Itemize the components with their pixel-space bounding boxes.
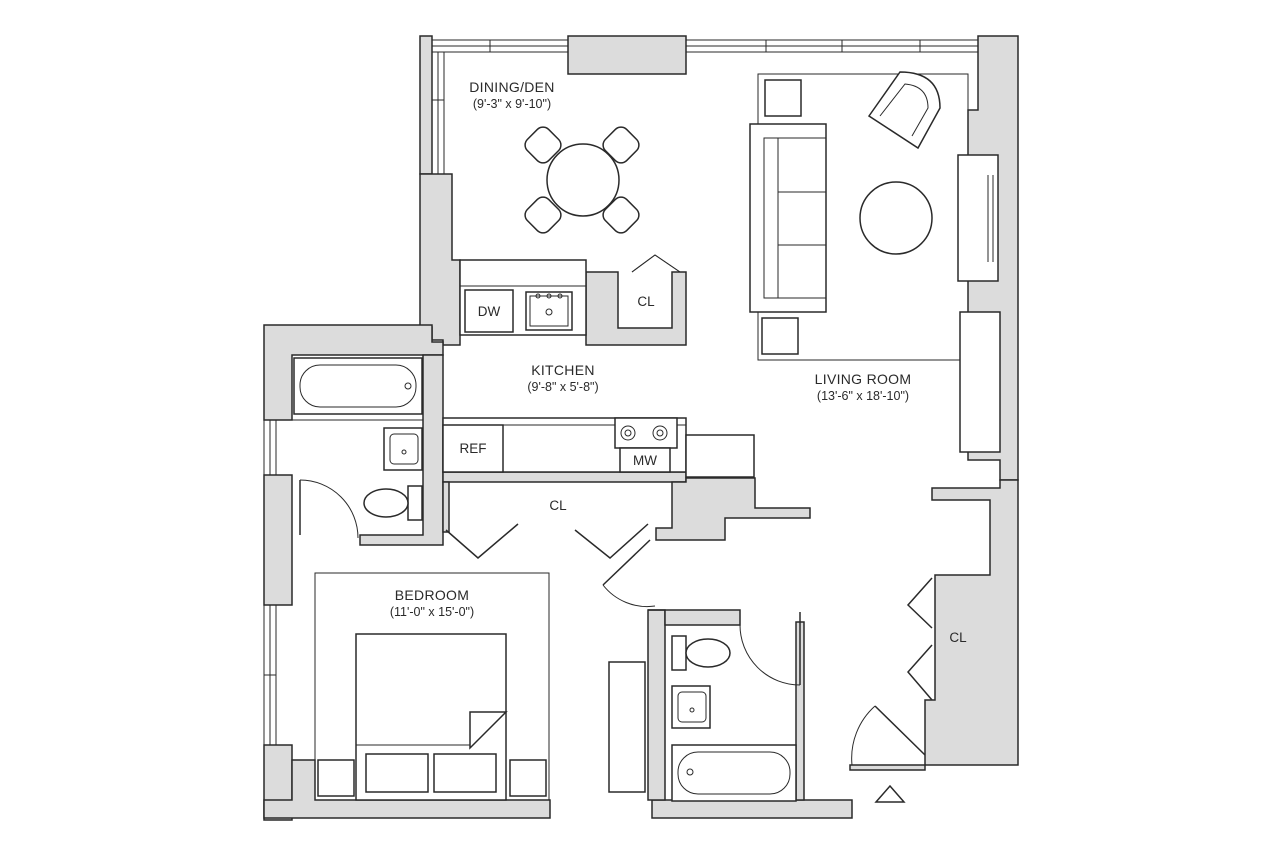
closet-label-hall: CL	[549, 498, 567, 513]
bath1-east-wall	[359, 354, 444, 546]
room-dims-kitchen: (9'-8" x 5'-8")	[527, 380, 598, 394]
hall-north-wall	[442, 471, 687, 483]
kitchen-west-wall	[419, 173, 461, 346]
kitchen-fixtures	[442, 254, 687, 473]
dining-table	[546, 143, 620, 217]
bath2-south-wall	[651, 799, 853, 819]
living-furniture	[685, 71, 1001, 478]
west-wall-lower	[263, 474, 293, 606]
nightstand	[509, 759, 547, 797]
room-dims-dining: (9'-3" x 9'-10")	[473, 97, 551, 111]
bedroom-furniture	[314, 572, 646, 801]
dining-table-set	[524, 126, 640, 234]
room-name-dining: DINING/DEN	[469, 79, 554, 95]
coffee-table	[859, 181, 933, 255]
nightstand	[317, 759, 355, 797]
closet-label-kitchen: CL	[637, 294, 655, 309]
toilet	[363, 488, 409, 518]
room-name-bedroom: BEDROOM	[395, 587, 469, 603]
stove	[614, 417, 678, 449]
armchair	[867, 71, 941, 150]
bed-fold	[469, 711, 508, 750]
room-dims-living: (13'-6" x 18'-10")	[817, 389, 909, 403]
toilet-tank	[671, 635, 687, 671]
bathroom-1	[292, 357, 423, 539]
dining-chair	[524, 126, 562, 164]
hall-doors	[445, 523, 933, 803]
southeast-wall	[849, 764, 926, 771]
bathtub	[293, 357, 423, 415]
microwave-label: MW	[633, 453, 657, 468]
living-east-wall-lower	[924, 479, 1019, 766]
dining-north-pier	[567, 35, 687, 75]
kitchen-closet-wall	[585, 271, 687, 346]
dining-west-wall	[419, 35, 433, 175]
toilet	[685, 638, 731, 668]
dishwasher-label: DW	[478, 304, 501, 319]
pillow	[365, 753, 429, 793]
end-table	[761, 317, 799, 355]
refrigerator	[442, 424, 504, 473]
dining-chair	[524, 196, 562, 234]
toilet-tank	[407, 485, 423, 521]
entry-marker-icon	[874, 784, 906, 803]
pillow	[433, 753, 497, 793]
end-table	[764, 79, 802, 117]
room-dims-bedroom: (11'-0" x 15'-0")	[390, 605, 474, 619]
closet-label-entry: CL	[949, 630, 967, 645]
bathroom-2	[671, 635, 797, 802]
bath2-north-wall	[648, 609, 741, 626]
side-cabinet	[959, 311, 1001, 453]
microwave	[619, 447, 671, 473]
console-table	[685, 434, 755, 478]
hall-cl-divider	[442, 481, 450, 533]
windows	[263, 39, 978, 745]
media-console	[957, 154, 999, 282]
dishwasher	[464, 289, 514, 333]
kitchen-east-stub	[655, 477, 811, 541]
refrigerator-label: REF	[460, 441, 487, 456]
walls	[263, 35, 1019, 821]
labels: DINING/DEN (9'-3" x 9'-10") KITCHEN (9'-…	[390, 79, 967, 645]
room-name-living: LIVING ROOM	[815, 371, 912, 387]
sofa	[749, 123, 827, 313]
bath2-west-wall	[647, 609, 666, 801]
bath2-east-wall	[795, 621, 805, 801]
dresser	[608, 661, 646, 793]
room-name-kitchen: KITCHEN	[531, 362, 595, 378]
